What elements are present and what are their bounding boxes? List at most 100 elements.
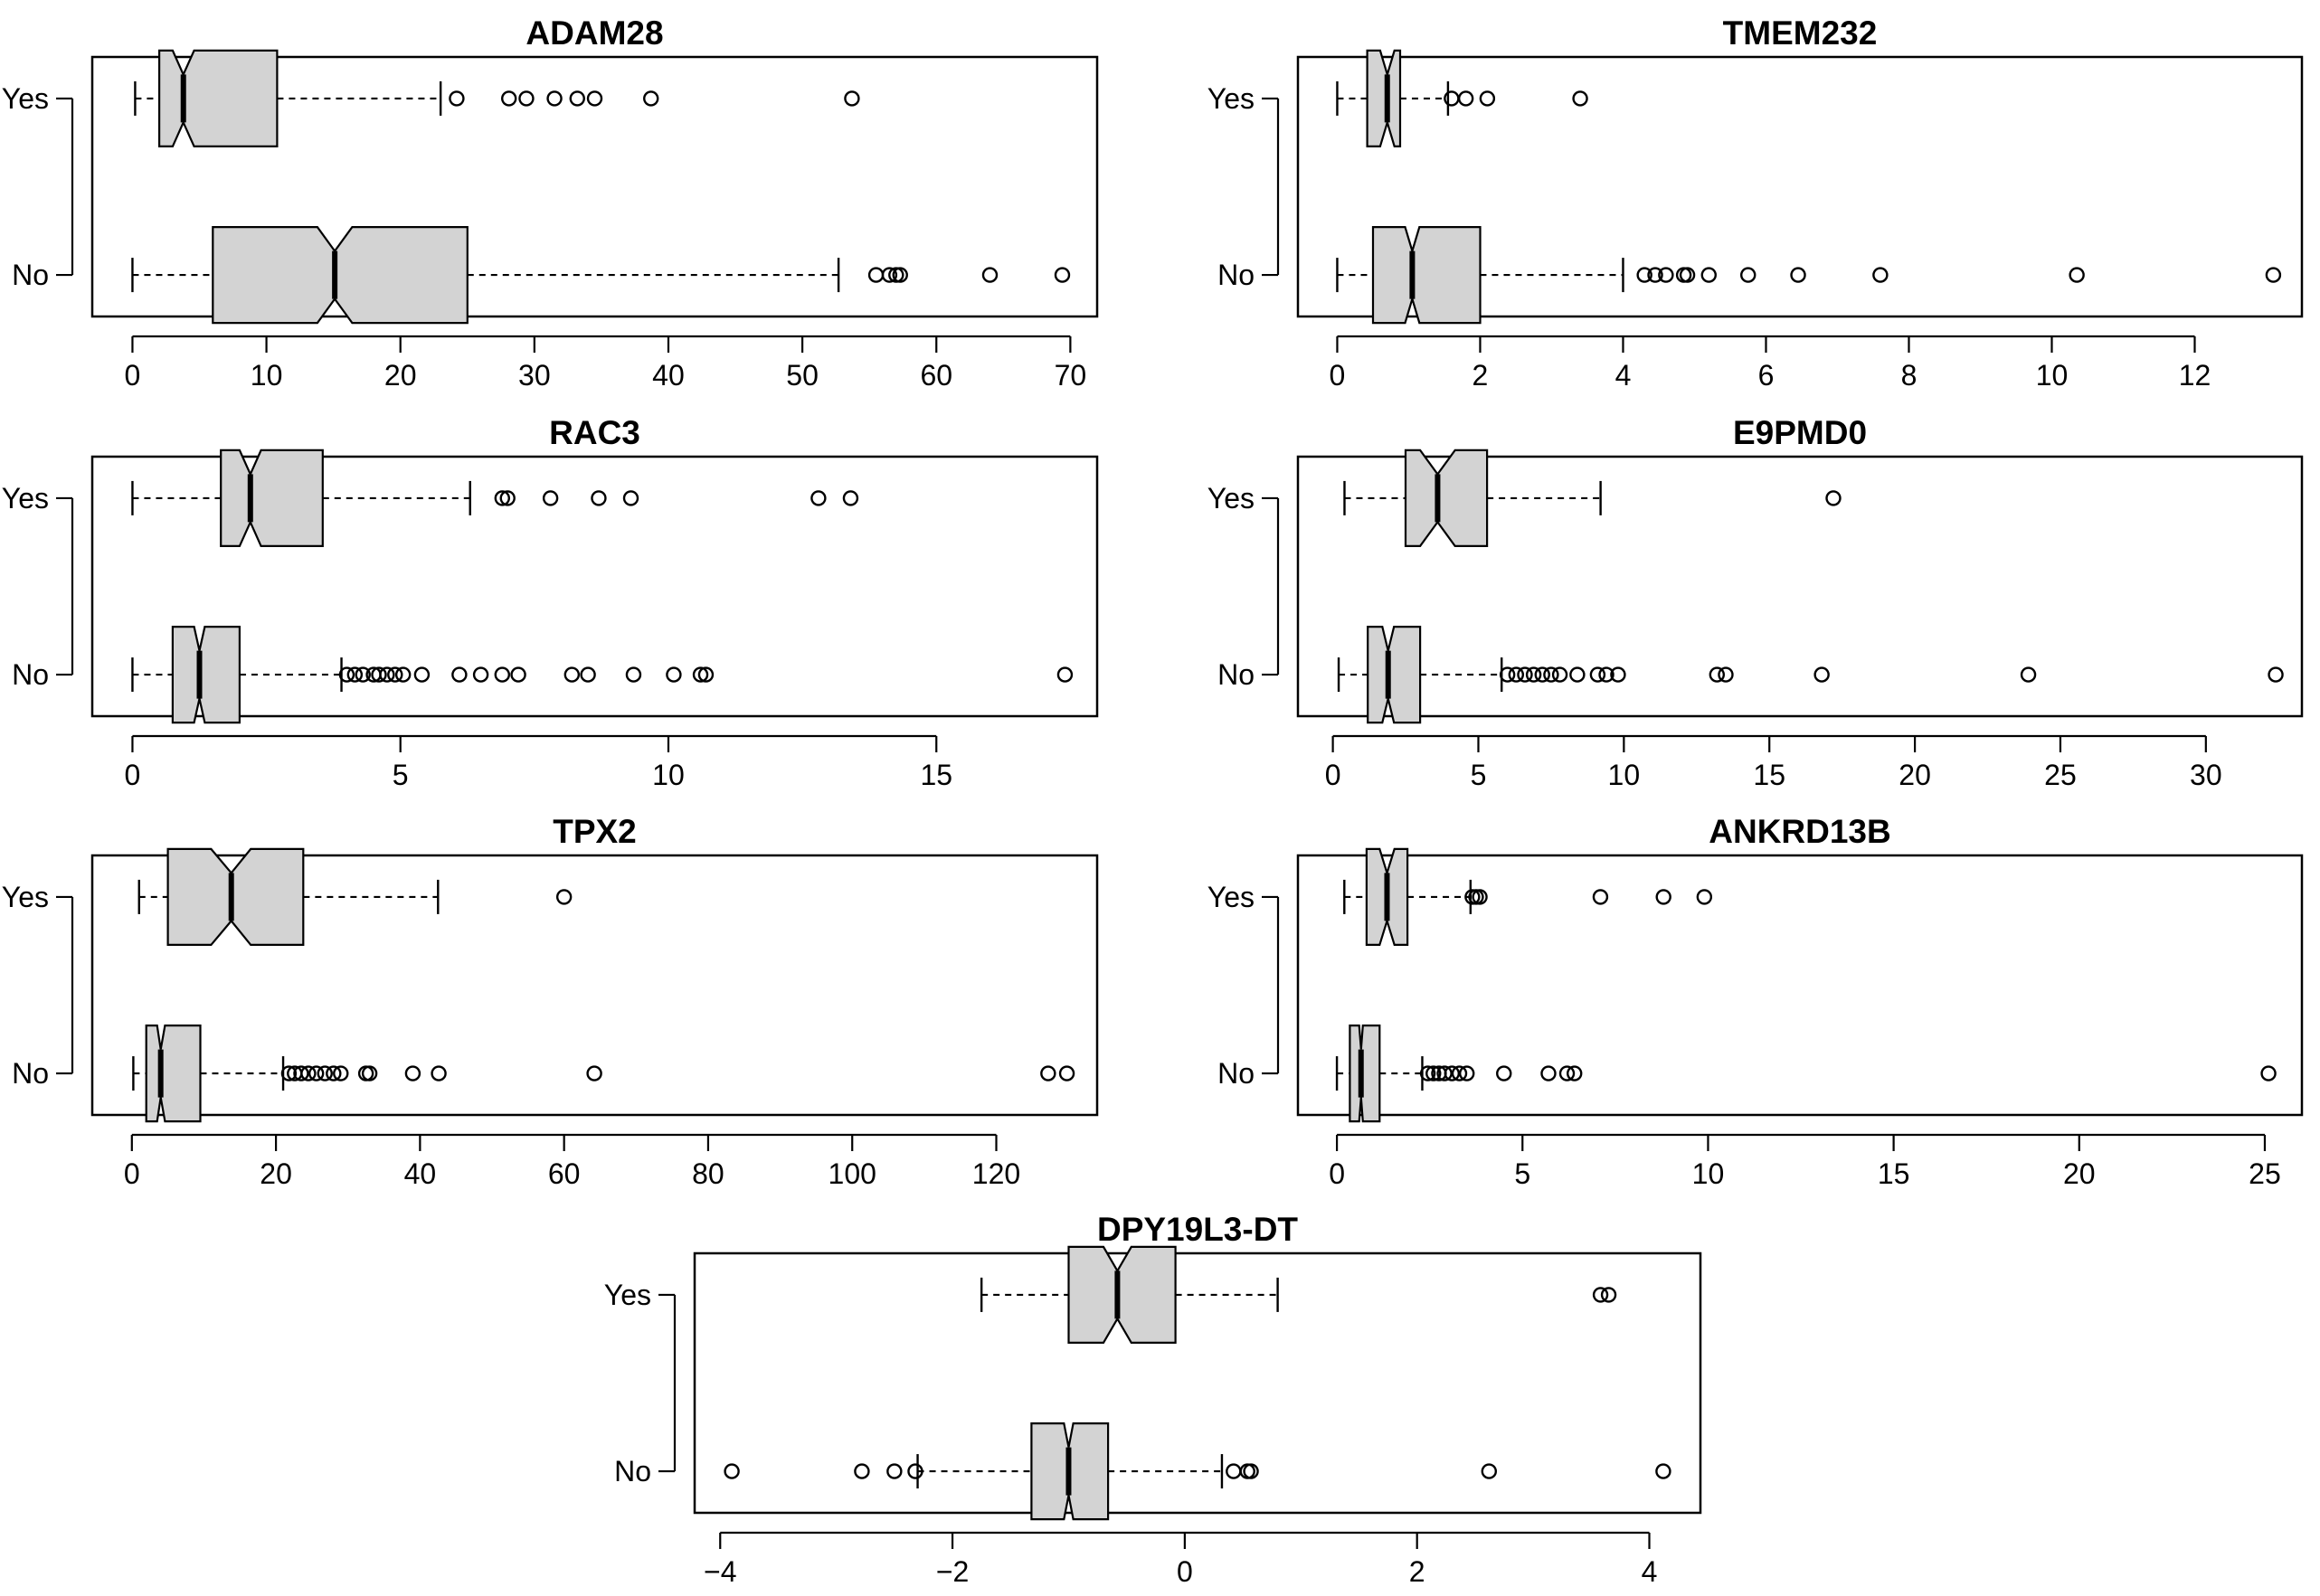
notched-box: [171, 625, 241, 724]
outlier-point: [1436, 1065, 1453, 1081]
outlier-point: [1872, 267, 1889, 283]
outlier-point: [500, 90, 517, 107]
outlier-point: [2260, 1065, 2277, 1081]
x-tick-label: 10: [251, 359, 283, 392]
box-no: [1337, 625, 2284, 724]
outlier-point: [379, 666, 395, 683]
outlier-point: [1589, 666, 1606, 683]
outlier-point: [1610, 666, 1626, 683]
x-tick-label: −2: [936, 1555, 969, 1588]
plot-frame: [1296, 55, 2304, 318]
x-tick-label: 20: [260, 1157, 292, 1190]
panel-title: E9PMD0: [1733, 414, 1867, 451]
outlier-point: [326, 1065, 342, 1081]
outlier-point: [1054, 267, 1071, 283]
outlier-point: [854, 1463, 870, 1479]
x-tick-label: 2: [1409, 1555, 1425, 1588]
outlier-point: [1499, 666, 1516, 683]
outlier-point: [1825, 490, 1842, 506]
category-label-no: No: [1217, 658, 1255, 691]
outlier-point: [1425, 1065, 1442, 1081]
x-tick-label: 0: [125, 759, 141, 791]
box-yes: [134, 49, 860, 147]
category-label-no: No: [614, 1455, 651, 1487]
outlier-point: [1647, 267, 1663, 283]
x-tick-label: 30: [518, 359, 551, 392]
outlier-point: [293, 1065, 309, 1081]
outlier-point: [1517, 666, 1533, 683]
outlier-point: [2020, 666, 2037, 683]
category-label-yes: Yes: [1207, 482, 1255, 515]
outlier-point: [300, 1065, 317, 1081]
outlier-point: [2268, 666, 2284, 683]
outlier-point: [810, 490, 827, 506]
category-label-no: No: [1217, 1057, 1255, 1090]
outlier-point: [542, 490, 559, 506]
outlier-point: [317, 1065, 333, 1081]
outlier-point: [981, 267, 999, 283]
outlier-point: [881, 267, 898, 283]
x-tick-label: 100: [829, 1157, 876, 1190]
outlier-point: [867, 267, 885, 283]
x-tick-label: 0: [124, 1157, 140, 1190]
panel-title: ANKRD13B: [1709, 813, 1890, 850]
outlier-point: [1481, 1463, 1498, 1479]
box-yes: [1343, 847, 1713, 947]
x-tick-label: 15: [920, 759, 952, 791]
category-label-yes: Yes: [2, 82, 49, 115]
x-tick-label: 60: [548, 1157, 581, 1190]
box-no: [131, 226, 1071, 325]
x-tick-label: 0: [1329, 1157, 1345, 1190]
outlier-point: [280, 1065, 298, 1081]
outlier-point: [1444, 1065, 1460, 1081]
x-tick-label: 80: [692, 1157, 724, 1190]
panel-title: DPY19L3-DT: [1097, 1211, 1298, 1248]
outlier-point: [1569, 666, 1586, 683]
outlier-point: [510, 666, 526, 683]
notched-box: [220, 449, 324, 548]
outlier-point: [1226, 1463, 1242, 1479]
outlier-point: [1457, 90, 1474, 107]
outlier-point: [1567, 1065, 1583, 1081]
outlier-point: [1479, 90, 1496, 107]
outlier-point: [371, 666, 387, 683]
x-tick-label: −4: [704, 1555, 736, 1588]
outlier-point: [1655, 1463, 1671, 1479]
outlier-point: [308, 1065, 325, 1081]
x-tick-label: 40: [652, 359, 685, 392]
outlier-point: [1040, 1065, 1056, 1081]
x-tick-label: 5: [1514, 1157, 1530, 1190]
outlier-point: [494, 490, 510, 506]
box-yes: [137, 847, 573, 947]
category-label-yes: Yes: [2, 881, 49, 913]
outlier-point: [666, 666, 682, 683]
outlier-point: [1451, 1065, 1468, 1081]
panel-title: ADAM28: [526, 14, 663, 52]
x-tick-label: 40: [404, 1157, 437, 1190]
outlier-point: [361, 1065, 378, 1081]
outlier-point: [1636, 267, 1652, 283]
outlier-point: [1696, 889, 1713, 905]
outlier-point: [1551, 666, 1568, 683]
outlier-point: [1525, 666, 1542, 683]
outlier-point: [1419, 1065, 1436, 1081]
box-no: [132, 1024, 1075, 1123]
x-tick-label: 15: [1753, 759, 1785, 791]
outlier-point: [697, 666, 715, 683]
box-no: [131, 625, 1074, 724]
outlier-point: [1496, 1065, 1512, 1081]
outlier-point: [1592, 889, 1609, 905]
outlier-point: [580, 666, 596, 683]
category-label-yes: Yes: [1207, 82, 1255, 115]
outlier-point: [518, 90, 535, 107]
outlier-point: [622, 490, 639, 506]
outlier-point: [643, 90, 659, 107]
x-tick-label: 10: [2036, 359, 2069, 392]
outlier-point: [494, 666, 510, 683]
category-label-no: No: [1217, 259, 1255, 291]
notched-box: [1366, 49, 1402, 147]
